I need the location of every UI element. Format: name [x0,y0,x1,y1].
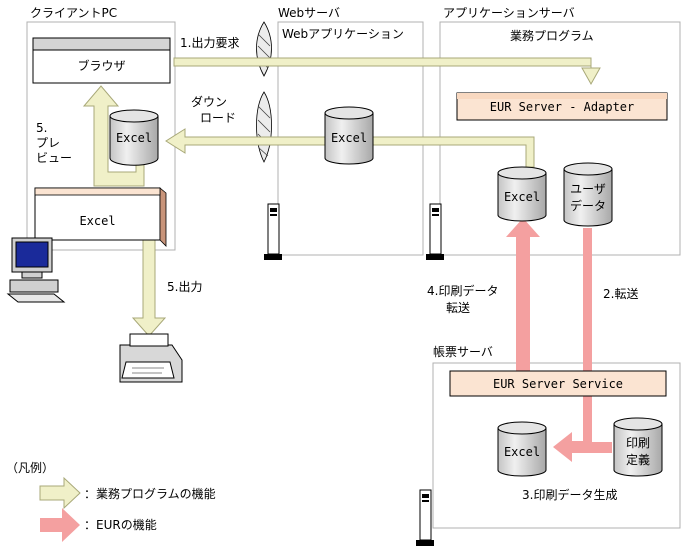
form-server-zone [432,362,681,529]
app-excel-cylinder [497,166,547,222]
download-label-2: ロード [200,111,237,125]
cylinder-shapes [109,106,663,477]
client-computer [6,237,66,303]
app-server-tower [426,203,444,260]
legend-business-arrow [39,476,81,510]
form-server-tower [416,489,434,546]
print-def-label-1: 印刷 [625,436,650,450]
business-program-label: 業務プログラム [510,29,594,43]
preview-label-3: ビュー [36,151,73,165]
step3-label: 3.印刷データ生成 [522,488,618,502]
generate-arrow [592,442,612,453]
user-data-label-1: ユーザ [570,182,606,196]
eur-arrows [506,218,612,462]
step1-label: 1.出力要求 [180,36,240,50]
web-excel-cylinder [324,106,374,165]
network-link-top [256,21,272,77]
form-excel-cylinder [497,421,547,477]
browser-label: ブラウザ [77,59,126,73]
excel-window-label: Excel [79,214,116,228]
network-link-bottom [256,91,272,163]
client-excel-cylinder [109,109,159,166]
transfer-arrow [553,228,592,462]
download-label-1: ダウン [191,95,228,109]
print-definition-cylinder [613,417,663,477]
web-app-label: Webアプリケーション [282,27,404,41]
client-pc-label: クライアントPC [30,6,118,20]
eur-adapter-label: EUR Server - Adapter [489,100,635,114]
eur-service-bar [449,370,667,397]
print-output-arrow [131,239,167,337]
user-data-cylinder [563,162,613,227]
print-data-transfer-arrow [506,218,540,392]
step5-output-label: 5.出力 [167,280,203,294]
app-server-label: アプリケーションサーバ [443,6,575,20]
preview-label-2: プレ [36,136,61,150]
eur-adapter-bar [456,92,668,121]
form-excel-label: Excel [503,445,541,459]
legend-eur-arrow [40,508,80,542]
step4-label-2: 転送 [446,301,471,315]
form-server-label: 帳票サーバ [433,345,493,359]
output-request-arrow [173,57,601,86]
user-data-label-2: データ [569,199,606,213]
eur-service-label: EUR Server Service [492,377,624,391]
step2-label: 2.転送 [603,287,639,301]
legend-eur-label: ：EURの機能 [84,518,157,532]
web-server-tower [264,203,282,260]
preview-label-1: 5. [36,121,48,135]
excel-window [34,187,167,247]
client-excel-label: Excel [115,131,153,145]
legend-title: （凡例） [6,461,55,475]
app-excel-label: Excel [503,190,541,204]
legend-business-label: ：業務プログラムの機能 [84,487,216,501]
step4-label-1: 4.印刷データ [427,284,499,298]
web-excel-label: Excel [330,131,368,145]
printer [119,333,183,383]
web-server-label: Webサーバ [278,6,341,20]
browser-window [32,37,171,84]
print-def-label-2: 定義 [625,453,650,467]
